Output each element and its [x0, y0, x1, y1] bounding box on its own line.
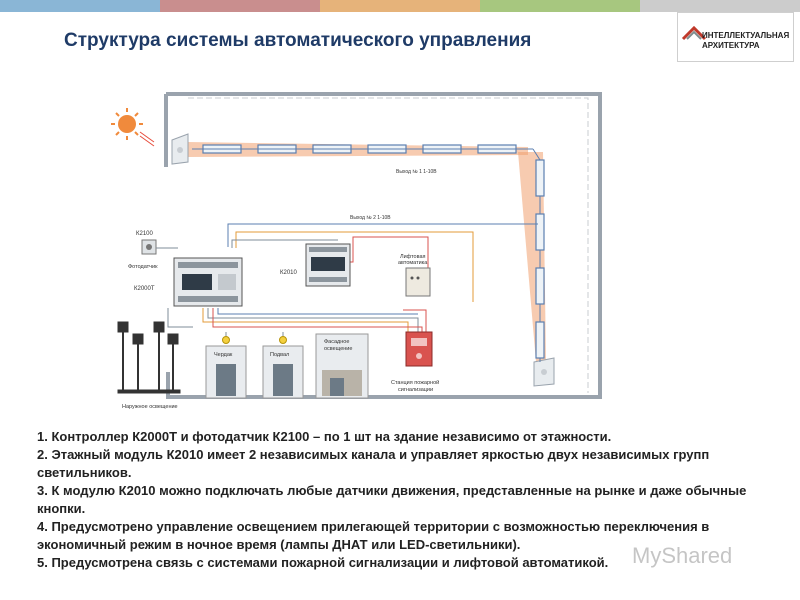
- logo-house-icon: [681, 25, 707, 41]
- stripe-segment: [640, 0, 800, 12]
- system-diagram: Выход № 1 1-10В Выход № 2 1-10В К2100 Фо…: [108, 72, 620, 415]
- description-item: 3. К модулю К2010 можно подключать любые…: [37, 483, 747, 516]
- logo-line2: АРХИТЕКТУРА: [702, 41, 760, 50]
- description-item: 5. Предусмотрена связь с системами пожар…: [37, 555, 609, 570]
- attic-label: Чердак: [214, 352, 233, 358]
- top-color-stripe: [0, 0, 800, 12]
- watermark: MyShared: [632, 543, 733, 568]
- logo-line1: ИНТЕЛЛЕКТУАЛЬНАЯ: [702, 31, 790, 40]
- k2010-label: К2010: [280, 270, 298, 276]
- k2000t-label: К2000Т: [134, 286, 155, 292]
- k2010-module: [305, 243, 351, 287]
- wire-gray: [231, 239, 338, 248]
- fire-alarm-station-icon: [405, 331, 433, 367]
- description-list: 1. Контроллер К2000Т и фотодатчик К2100 …: [37, 428, 777, 572]
- elevator-label-1: Лифтовая: [400, 254, 426, 260]
- description-item: 4. Предусмотрено управление освещением п…: [37, 519, 710, 552]
- facade-label-2: освещение: [324, 346, 352, 352]
- stripe-segment: [0, 0, 160, 12]
- stripe-segment: [480, 0, 640, 12]
- motion-sensor-top-icon: [171, 133, 189, 165]
- luminaire-row-vertical: [535, 159, 545, 359]
- description-item: 2. Этажный модуль К2010 имеет 2 независи…: [37, 447, 710, 480]
- description-item: 1. Контроллер К2000Т и фотодатчик К2100 …: [37, 429, 612, 444]
- outdoor-lighting-label: Наружное освещение: [122, 404, 178, 410]
- light-beam-vertical: [518, 152, 546, 362]
- photosensor-icon: [141, 239, 157, 255]
- fire-station-label-1: Станция пожарной: [391, 379, 439, 386]
- wall-inner-line: [188, 97, 589, 393]
- company-logo: ИНТЕЛЛЕКТУАЛЬНАЯ АРХИТЕКТУРА: [677, 12, 794, 62]
- street-lamp-icon: [117, 321, 181, 394]
- slide-title: Структура системы автоматического управл…: [64, 30, 532, 51]
- k2000t-controller: [173, 257, 243, 307]
- k2100-label: К2100: [136, 231, 154, 237]
- output-1-label: Выход № 1 1-10В: [396, 169, 437, 175]
- sun-icon: [111, 108, 155, 147]
- facade-lighting-panel: [315, 333, 369, 399]
- facade-label-1: Фасадное: [324, 339, 349, 345]
- fire-station-label-2: сигнализации: [398, 387, 433, 393]
- basement-label: Подвал: [270, 352, 289, 358]
- stripe-segment: [320, 0, 480, 12]
- wire-out2: [227, 223, 538, 247]
- photosensor-label: Фотодатчик: [128, 264, 158, 270]
- stripe-segment: [160, 0, 320, 12]
- elevator-cabinet-icon: [405, 267, 431, 297]
- elevator-label-2: автоматика: [398, 260, 428, 266]
- basement-panel: [262, 336, 304, 399]
- output-2-label: Выход № 2 1-10В: [350, 215, 391, 221]
- building-outline: [166, 92, 602, 399]
- attic-panel: [205, 336, 247, 399]
- motion-sensor-bottom-icon: [533, 357, 555, 387]
